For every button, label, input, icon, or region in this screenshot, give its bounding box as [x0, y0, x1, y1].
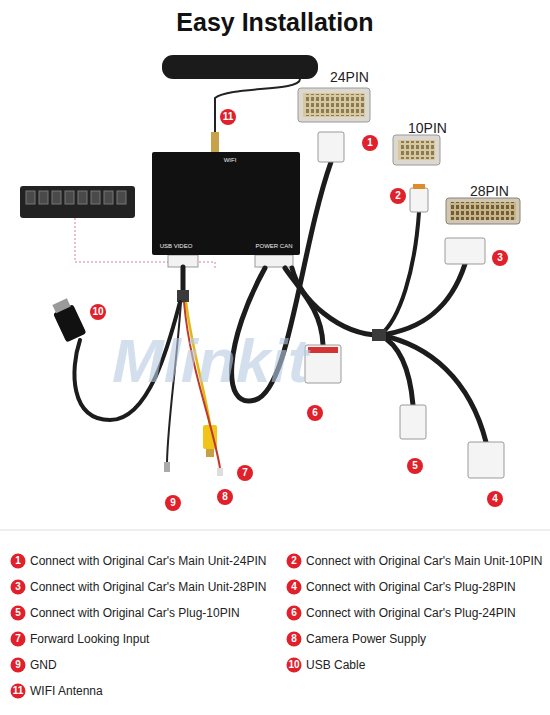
callout-number: 1: [360, 135, 380, 151]
wire-tip: [164, 462, 170, 472]
legend-number: 4: [284, 579, 304, 595]
plug-24pin-image: [298, 88, 370, 122]
slot: [65, 191, 74, 204]
legend-description: Camera Power Supply: [306, 631, 426, 647]
port-label: WIFI: [224, 156, 237, 164]
pin-count-label: 24PIN: [330, 69, 369, 85]
slot: [26, 191, 35, 204]
legend-number: 5: [8, 605, 28, 621]
harness-wire: [380, 335, 486, 442]
slot: [52, 191, 61, 204]
plug-24pin-face: [303, 93, 365, 117]
plug-2: [410, 188, 428, 212]
plug-10pin-face: [398, 140, 435, 160]
plug-3: [445, 238, 485, 264]
port-label: USB VIDEO: [160, 242, 193, 250]
antenna-cable: [215, 79, 300, 134]
usb-plug: [50, 297, 87, 343]
harness-wire: [292, 268, 380, 335]
heat-shrink: [177, 290, 189, 302]
plug-10pin-image: [393, 135, 440, 165]
legend-number: 6: [284, 605, 304, 621]
legend-number: 1: [8, 553, 28, 569]
heat-shrink: [372, 329, 386, 341]
callout-number: 3: [490, 250, 510, 266]
legend-description: GND: [30, 657, 57, 673]
legend-number: 9: [8, 657, 28, 673]
slot: [91, 191, 100, 204]
legend-description: WIFI Antenna: [30, 683, 103, 699]
rca-tip: [206, 449, 214, 457]
legend-description: USB Cable: [306, 657, 365, 673]
slot: [78, 191, 87, 204]
connector-front-view: [20, 186, 135, 218]
plug-28pin-face: [450, 202, 516, 220]
callout-number: 2: [388, 188, 408, 204]
legend-description: Connect with Original Car's Plug-10PIN: [30, 605, 240, 621]
wire-tip: [217, 468, 223, 476]
divider: [0, 530, 550, 531]
legend-number: 8: [284, 631, 304, 647]
legend-number: 11: [8, 683, 28, 699]
legend-description: Connect with Original Car's Main Unit-24…: [30, 553, 266, 569]
legend-description: Connect with Original Car's Plug-24PIN: [306, 605, 516, 621]
connector-slots: [26, 191, 126, 204]
callout-number: 10: [88, 304, 108, 320]
legend-number: 2: [284, 553, 304, 569]
slot: [104, 191, 113, 204]
port-label: POWER CAN: [255, 242, 292, 250]
callout-number: 7: [235, 465, 255, 481]
legend-description: Connect with Original Car's Main Unit-10…: [306, 553, 542, 569]
list-circles: [11, 554, 302, 699]
legend-number: 7: [8, 631, 28, 647]
legend-description: Connect with Original Car's Plug-28PIN: [306, 579, 516, 595]
power-can-plug: [255, 255, 293, 267]
legend-number: 10: [284, 657, 304, 673]
plug-10pin-pins: [399, 141, 434, 159]
callout-number: 4: [485, 491, 505, 507]
pin-count-label: 10PIN: [408, 120, 447, 136]
module-box: WIFI USB VIDEO POWER CAN: [152, 152, 300, 255]
wifi-antenna: [162, 55, 318, 79]
antenna-connector: [211, 132, 219, 152]
pin-count-label: 28PIN: [470, 183, 509, 199]
callout-number: 8: [215, 489, 235, 505]
slot: [117, 191, 126, 204]
usb-plug-tip: [52, 298, 70, 313]
plug-5: [400, 405, 426, 439]
slot: [39, 191, 48, 204]
plug-28pin-image: [446, 198, 520, 224]
legend-description: Connect with Original Car's Main Unit-28…: [30, 579, 266, 595]
page-title: Easy Installation: [0, 6, 550, 38]
harness-wire: [380, 264, 465, 335]
callout-circles: [90, 109, 508, 511]
callout-number: 6: [305, 405, 325, 421]
plug-2-pins: [413, 184, 425, 189]
plug-28pin-pins: [451, 202, 515, 220]
callout-number: 9: [163, 495, 183, 511]
plug-1: [318, 132, 344, 162]
harness-wire: [380, 212, 419, 335]
legend-description: Forward Looking Input: [30, 631, 149, 647]
plug-6-pins: [308, 347, 338, 353]
legend-number: 3: [8, 579, 28, 595]
plug-6: [305, 345, 341, 383]
callout-number: 5: [405, 458, 425, 474]
watermark: Mlinkit: [112, 326, 308, 396]
plug-24pin-pins: [304, 94, 364, 116]
plug-4: [468, 442, 504, 478]
callout-number: 11: [218, 109, 238, 125]
